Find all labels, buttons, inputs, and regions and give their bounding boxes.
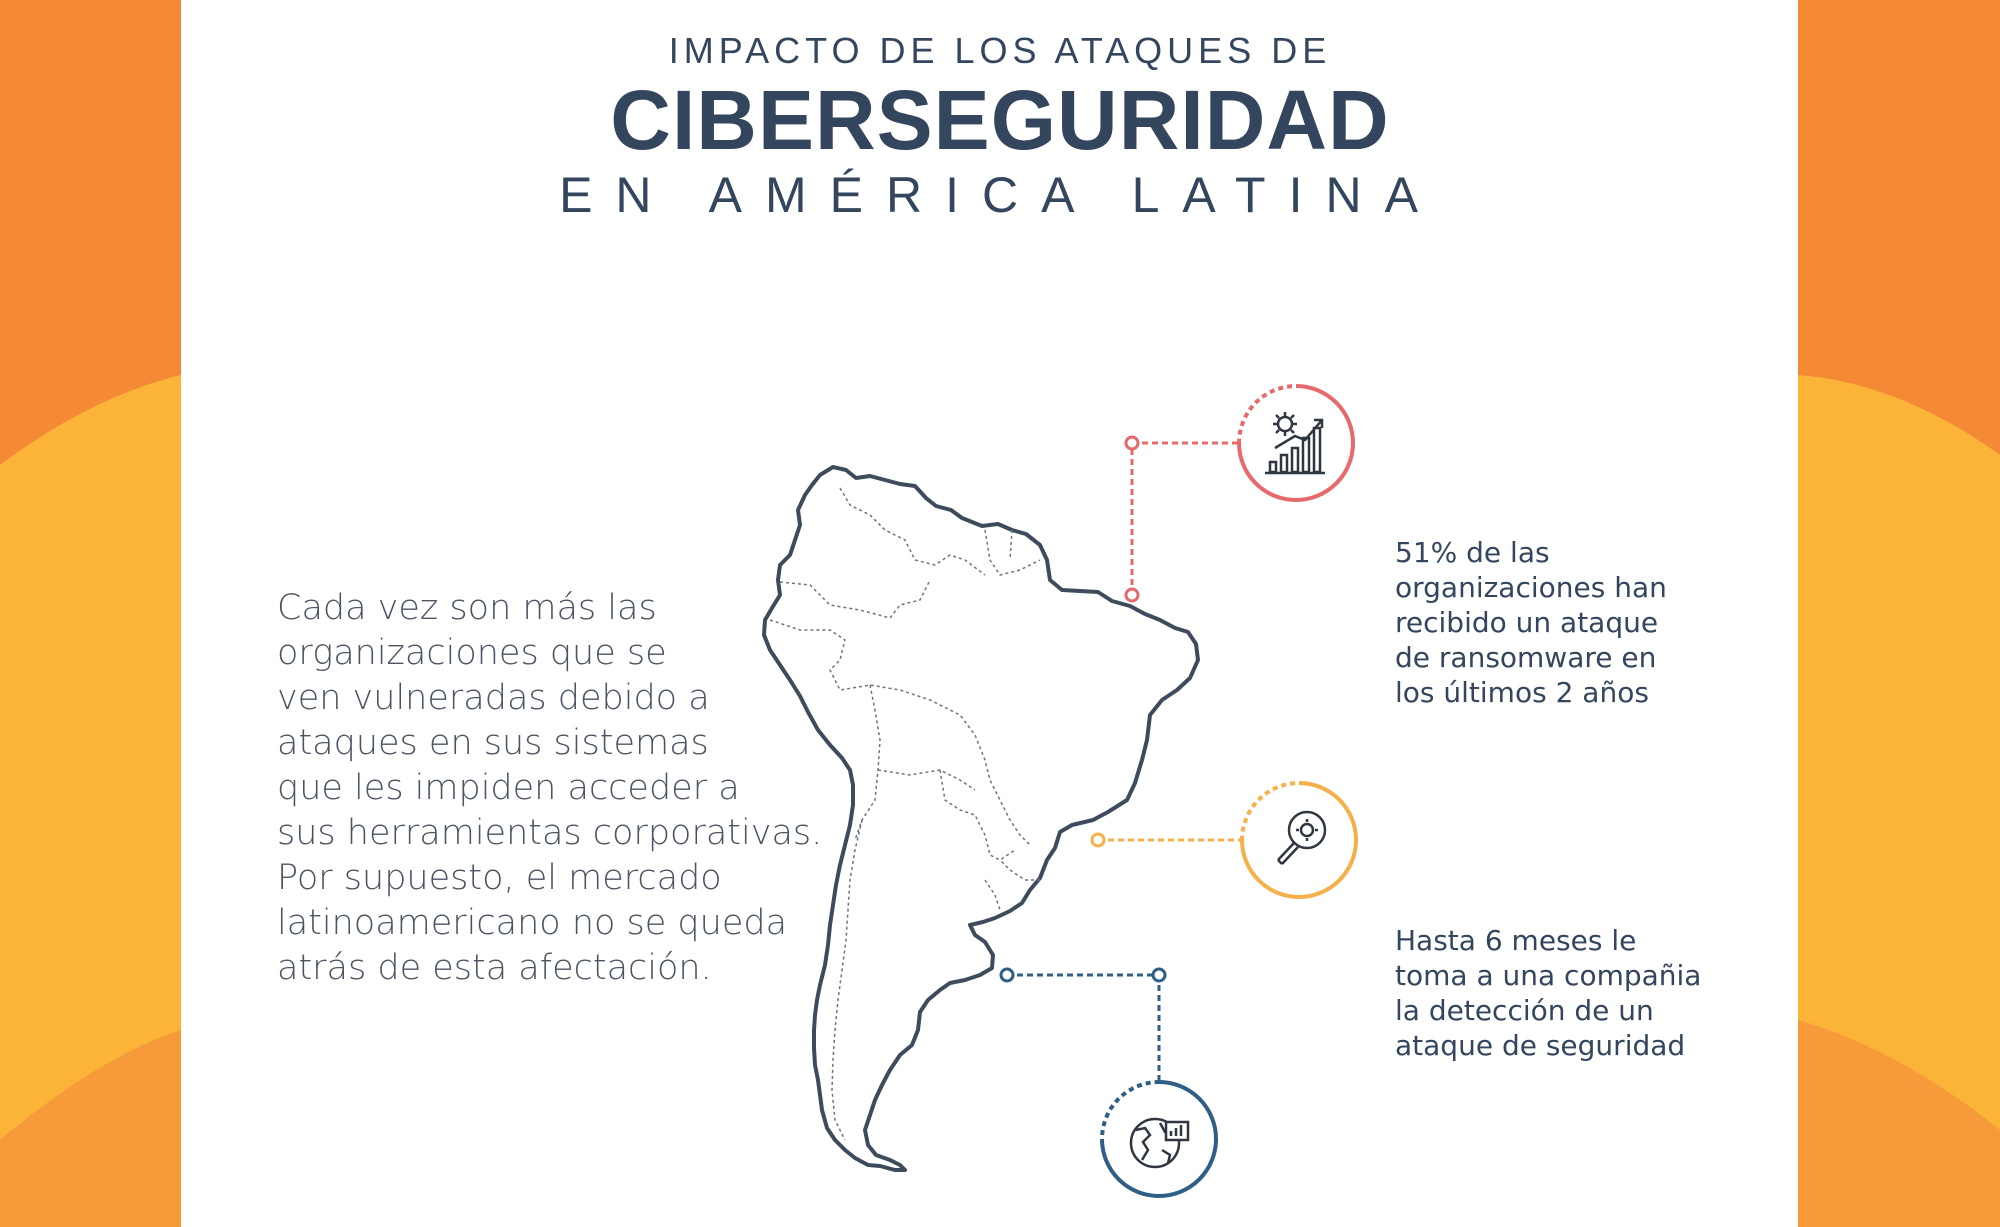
stat-line: de ransomware en	[1395, 641, 1657, 674]
country-border	[1009, 529, 1013, 561]
content-panel	[181, 0, 1798, 1227]
stat-line: Hasta 6 meses le	[1395, 924, 1637, 957]
country-border	[854, 684, 881, 841]
stat-line: los últimos 2 años	[1395, 676, 1649, 709]
ransomware-connector	[1124, 383, 1355, 603]
stat-line: ataque de seguridad	[1395, 1029, 1686, 1062]
stat-line: toma a una compañia	[1395, 959, 1702, 992]
intro-line: Por supuesto, el mercado	[277, 858, 722, 898]
country-border	[779, 579, 931, 619]
country-border	[769, 619, 1031, 846]
continent-outline	[762, 465, 1200, 1172]
magnifier-connector	[1090, 780, 1358, 899]
intro-paragraph: Cada vez son más las organizaciones que …	[277, 586, 837, 991]
intro-line: atrás de esta afectación.	[277, 948, 712, 988]
intro-line: que les impiden acceder a	[277, 768, 740, 808]
stat-ransomware: 51% de las organizaciones han recibido u…	[1395, 535, 1735, 710]
stat-line: la detección de un	[1395, 994, 1654, 1027]
intro-line: Cada vez son más las	[277, 588, 657, 628]
title-line-3: EN AMÉRICA LATINA	[559, 167, 1441, 223]
left-decorative-band	[0, 0, 181, 1227]
country-border	[939, 769, 1016, 861]
intro-line: ataques en sus sistemas	[277, 723, 709, 763]
right-decorative-band	[1798, 0, 2000, 1227]
intro-line: sus herramientas corporativas.	[277, 813, 823, 853]
country-border	[984, 529, 1041, 576]
country-border	[984, 879, 1001, 911]
ransomware-growth-chart-icon	[1265, 412, 1325, 475]
stat-detection: Hasta 6 meses le toma a una compañia la …	[1395, 923, 1735, 1063]
title-main: CIBERSEGURIDAD	[610, 73, 1390, 167]
intro-line: latinoamericano no se queda	[277, 903, 788, 943]
country-border	[999, 859, 1040, 881]
stat-line: 51% de las	[1395, 536, 1550, 569]
country-border	[877, 769, 976, 791]
intro-line: organizaciones que se	[277, 633, 667, 673]
globe-connector	[999, 967, 1218, 1198]
stat-line: organizaciones han	[1395, 571, 1667, 604]
south-america-map	[762, 465, 1200, 1172]
stat-line: recibido un ataque	[1395, 606, 1659, 639]
globe-chart-icon	[1129, 1117, 1190, 1169]
country-border	[831, 819, 863, 1141]
magnifier-virus-icon	[1277, 810, 1327, 865]
country-border	[839, 487, 986, 576]
intro-line: ven vulneradas debido a	[277, 678, 710, 718]
title-line-1: IMPACTO DE LOS ATAQUES DE	[668, 30, 1332, 71]
